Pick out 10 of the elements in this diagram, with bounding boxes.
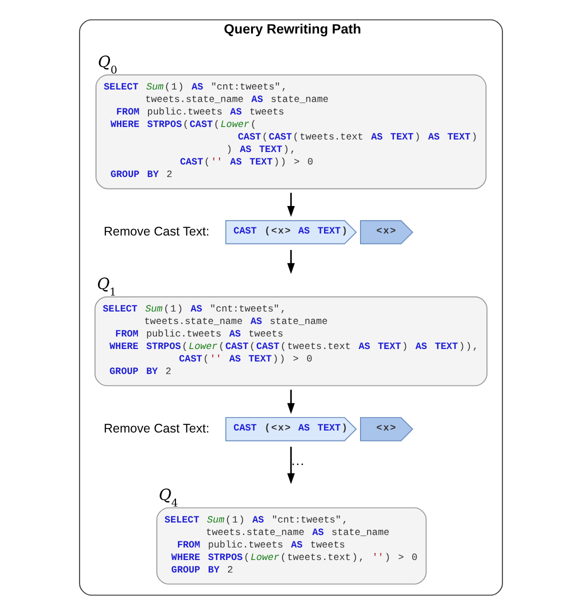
node-label: Remove Cast Text: bbox=[104, 224, 210, 238]
node-label: Q$_{4}$ bbox=[158, 486, 178, 510]
edge-label: ··· bbox=[291, 456, 305, 471]
arrow bbox=[287, 250, 295, 274]
arrow bbox=[287, 446, 295, 484]
node-label: Q$_{1}$ bbox=[96, 274, 116, 298]
arrow bbox=[287, 390, 295, 414]
node-label: Remove Cast Text: bbox=[104, 421, 210, 436]
node-label: Q$_{0}$ bbox=[98, 52, 118, 76]
arrow bbox=[287, 192, 295, 217]
